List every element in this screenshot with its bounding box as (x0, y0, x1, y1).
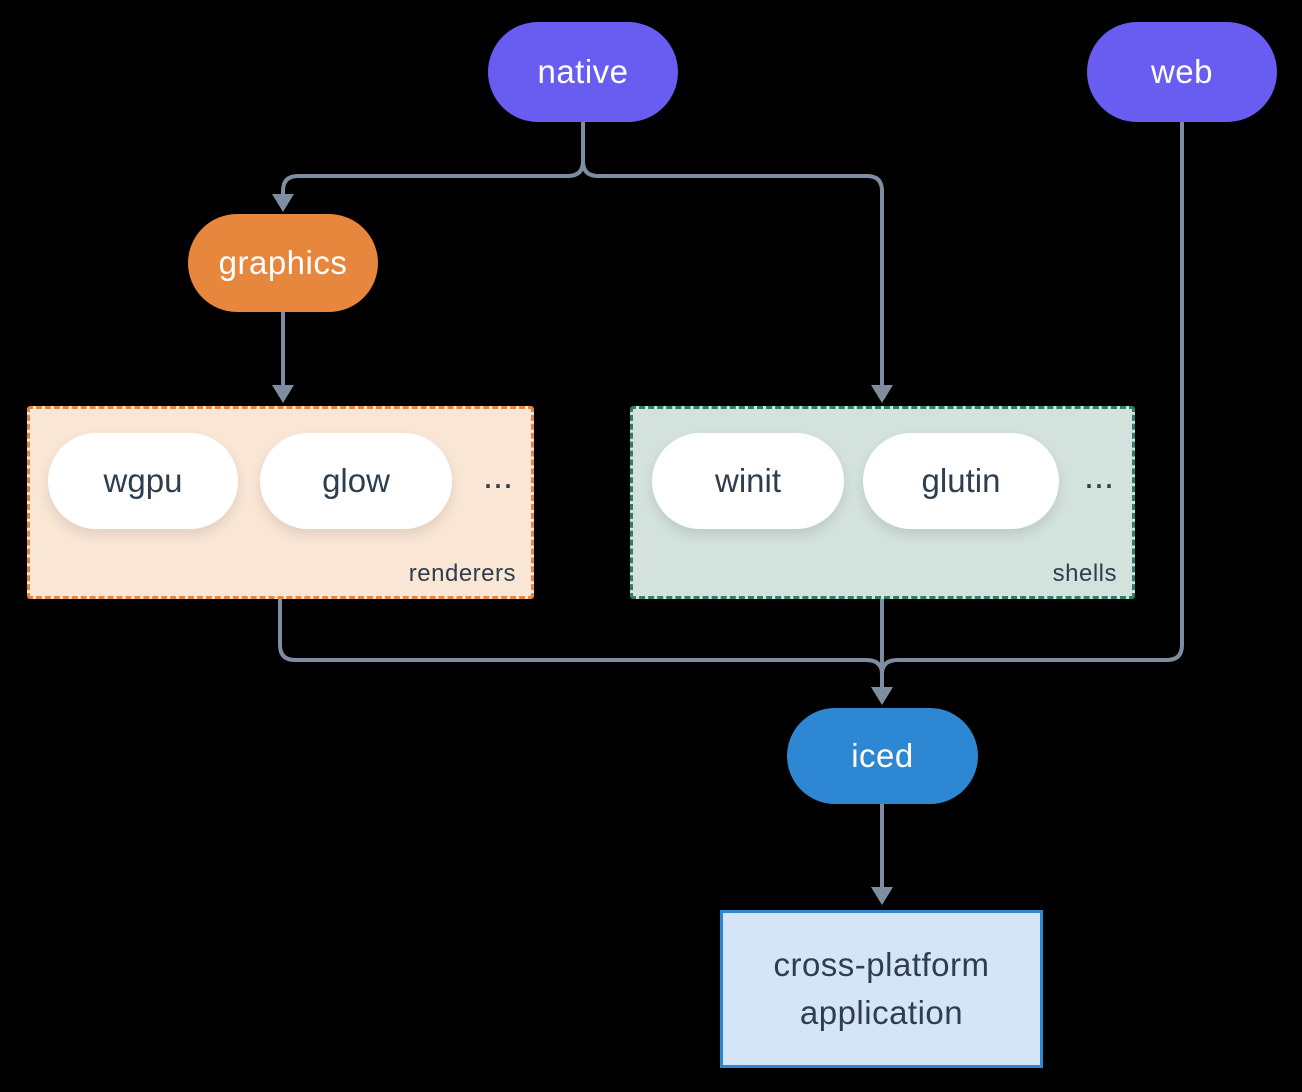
application-label-line2: application (799, 994, 964, 1031)
renderers-group-label: renderers (408, 560, 516, 587)
node-graphics: graphics (188, 214, 378, 312)
edge-native-graphics (281, 122, 585, 196)
node-native-label: native (537, 53, 629, 90)
node-graphics-label: graphics (218, 244, 348, 281)
shells-group-label: shells (1052, 560, 1117, 587)
node-native: native (488, 22, 678, 122)
node-cross-platform-application: cross-platform application (720, 910, 1043, 1068)
node-web: web (1087, 22, 1277, 122)
arrowhead-iced (871, 687, 893, 705)
node-winit-label: winit (714, 462, 782, 499)
node-glow: glow (260, 433, 452, 529)
arrowhead-renderers (272, 385, 294, 403)
node-glow-label: glow (322, 462, 390, 499)
node-glutin: glutin (863, 433, 1059, 529)
node-web-label: web (1150, 53, 1214, 90)
node-iced-label: iced (851, 737, 914, 774)
arrowhead-graphics (272, 194, 294, 212)
arrowhead-shells (871, 385, 893, 403)
node-iced: iced (787, 708, 978, 804)
group-shells: winit glutin ... shells (630, 406, 1135, 599)
edge-renderers-iced (278, 599, 884, 675)
group-renderers: wgpu glow ... renderers (27, 406, 534, 599)
node-wgpu: wgpu (48, 433, 238, 529)
edge-native-shells (581, 122, 884, 387)
node-winit: winit (652, 433, 844, 529)
shells-ellipsis: ... (1083, 455, 1114, 496)
arrowhead-application (871, 887, 893, 905)
renderers-ellipsis: ... (482, 455, 513, 496)
node-glutin-label: glutin (921, 462, 1001, 499)
node-wgpu-label: wgpu (103, 462, 183, 499)
application-label-line1: cross-platform (773, 946, 990, 984)
